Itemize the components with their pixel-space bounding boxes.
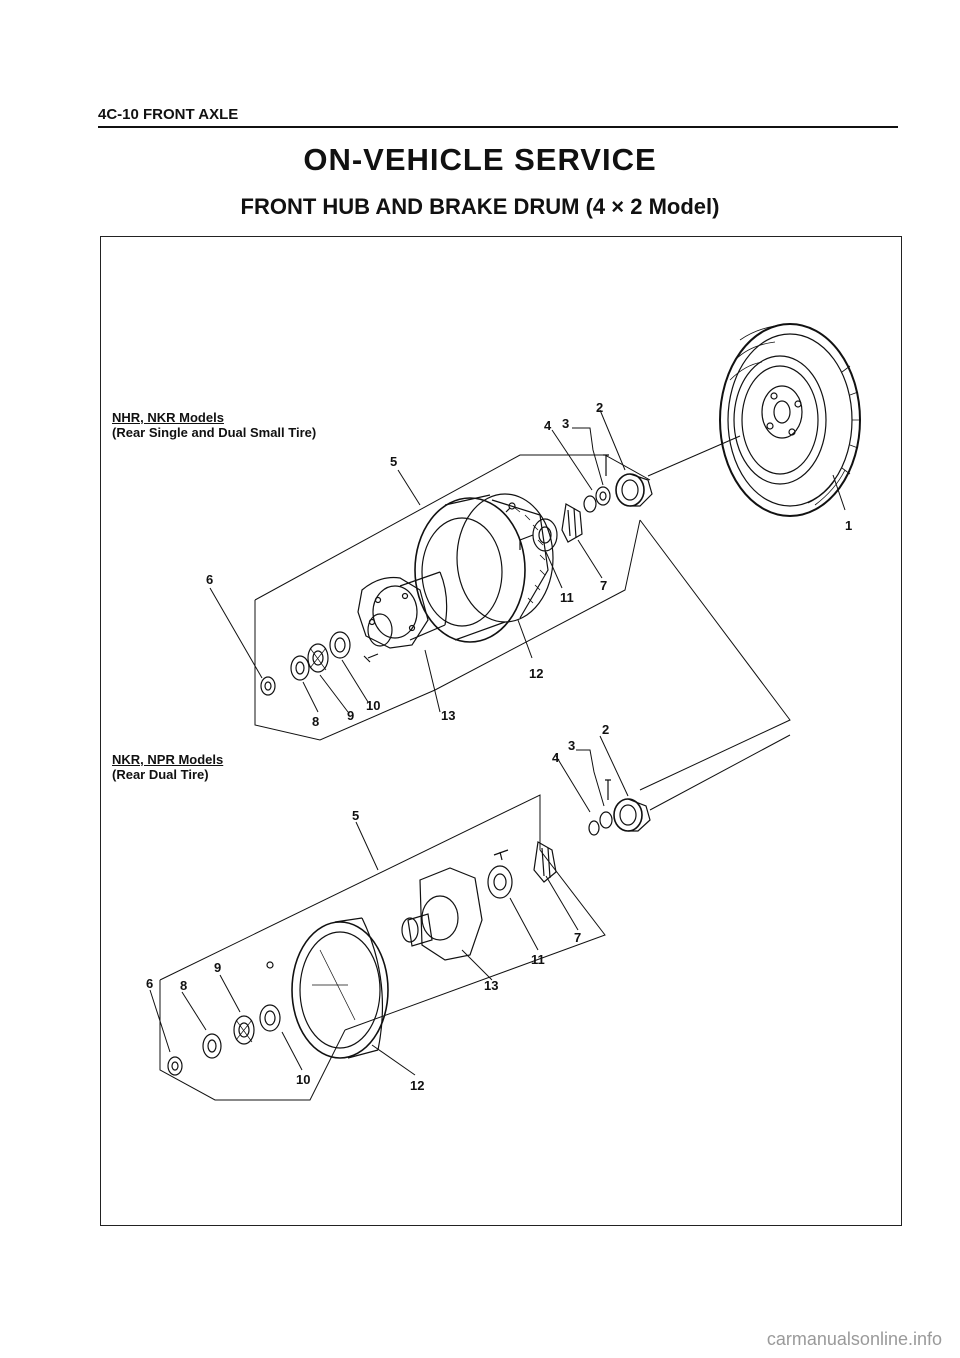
diagram-frame: [100, 236, 902, 1226]
callout-3-lower: 3: [568, 738, 575, 753]
group-title-upper: NHR, NKR Models (Rear Single and Dual Sm…: [112, 410, 316, 440]
group-lower-models: NKR, NPR Models: [112, 752, 224, 767]
lower-exploded-parts: [167, 779, 651, 1076]
callout-2: 2: [596, 400, 603, 415]
callout-8-lower: 8: [180, 978, 187, 993]
callout-6: 6: [206, 572, 213, 587]
callout-3: 3: [562, 416, 569, 431]
group-title-lower: NKR, NPR Models (Rear Dual Tire): [112, 752, 223, 782]
callout-numbers: 1 2 3 4 5 6 7 8 9 10 11 12 13 2 3 4 5 6 …: [146, 400, 852, 1093]
section-header: 4C-10 FRONT AXLE: [98, 106, 239, 123]
callout-5-lower: 5: [352, 808, 359, 823]
callout-13-lower: 13: [484, 978, 498, 993]
callout-5: 5: [390, 454, 397, 469]
callout-8: 8: [312, 714, 319, 729]
callout-1: 1: [845, 518, 852, 533]
callout-7-lower: 7: [574, 930, 581, 945]
group-lower-tire: (Rear Dual Tire): [112, 767, 209, 782]
page-subtitle: FRONT HUB AND BRAKE DRUM (4 × 2 Model): [240, 194, 720, 219]
callout-9-lower: 9: [214, 960, 221, 975]
callout-6-lower: 6: [146, 976, 153, 991]
header-rule: [98, 126, 898, 128]
tire-wheel-illustration: [719, 323, 861, 517]
callout-12-lower: 12: [410, 1078, 424, 1093]
callout-7: 7: [600, 578, 607, 593]
callout-4: 4: [544, 418, 552, 433]
watermark: carmanualsonline.info: [766, 1329, 942, 1349]
group-upper-models: NHR, NKR Models: [112, 410, 224, 425]
callout-11-lower: 11: [531, 952, 545, 967]
callout-2-lower: 2: [602, 722, 609, 737]
callout-9: 9: [347, 708, 354, 723]
group-upper-tire: (Rear Single and Dual Small Tire): [112, 425, 317, 440]
callout-13: 13: [441, 708, 455, 723]
callout-12: 12: [529, 666, 543, 681]
callout-10-lower: 10: [296, 1072, 310, 1087]
upper-exploded-parts: [260, 454, 653, 696]
page-title: ON-VEHICLE SERVICE: [303, 142, 657, 177]
callout-11: 11: [560, 590, 574, 605]
callout-4-lower: 4: [552, 750, 560, 765]
callout-10: 10: [366, 698, 380, 713]
page-header: 4C-10 FRONT AXLE: [98, 100, 898, 130]
